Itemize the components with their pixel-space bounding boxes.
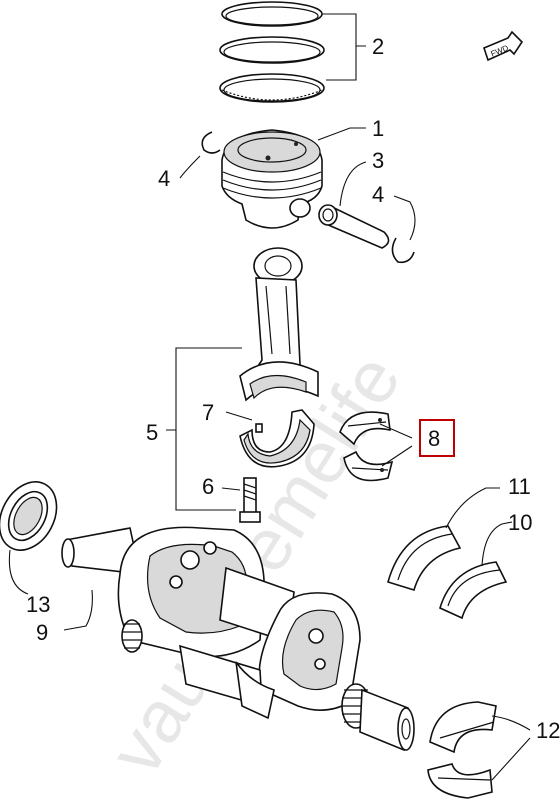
callout-4-left: 4 [158, 166, 170, 191]
callout-8-highlight-box [419, 419, 455, 457]
callout-13: 13 [26, 592, 50, 617]
callout-10: 10 [508, 510, 532, 535]
piston-pin [318, 204, 390, 249]
connecting-rod-bolt [239, 477, 261, 523]
crankshaft [61, 526, 415, 752]
callout-12: 12 [536, 718, 560, 743]
callout-11: 11 [508, 474, 531, 499]
callout-2: 2 [372, 34, 384, 59]
thrust-washer-upper [387, 525, 462, 592]
connecting-rod [239, 247, 319, 402]
crankshaft-main-bearing [427, 701, 497, 799]
callout-9: 9 [36, 620, 48, 645]
piston-ring-set [219, 1, 325, 103]
callout-1: 1 [372, 116, 384, 141]
connecting-rod-bearing [339, 411, 394, 482]
thrust-washer-lower [439, 561, 508, 620]
piston-pin-circlip-right [391, 237, 415, 264]
callout-3: 3 [372, 148, 384, 173]
callout-5: 5 [146, 420, 158, 445]
piston-pin-circlip-left [201, 131, 221, 154]
piston [221, 129, 323, 229]
connecting-rod-cap [239, 409, 315, 468]
dowel-pin [255, 423, 263, 433]
callout-8: 8 [428, 426, 440, 451]
crankshaft-oil-seal [0, 481, 58, 551]
fwd-arrow-icon: FWD [483, 30, 524, 62]
callout-7: 7 [202, 400, 214, 425]
callout-6: 6 [202, 474, 214, 499]
callout-4-right: 4 [372, 182, 384, 207]
